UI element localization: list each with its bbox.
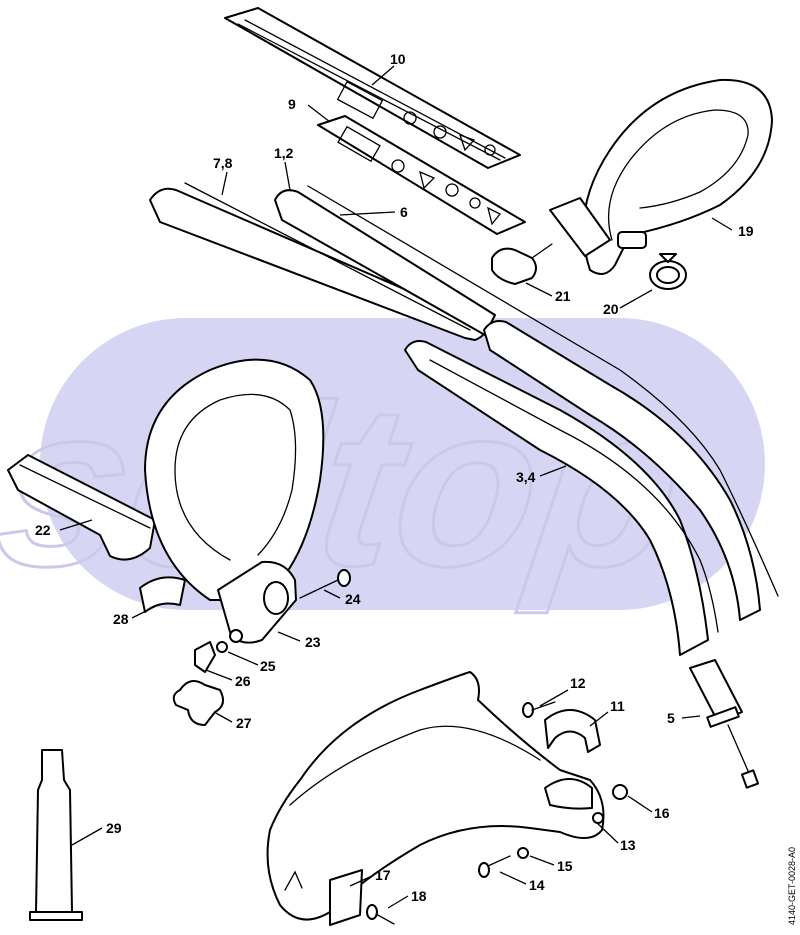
callout-27: 27 <box>236 715 252 731</box>
callout-29: 29 <box>106 820 122 836</box>
guard-strip-22 <box>7 454 156 561</box>
leader-lines <box>59 65 733 909</box>
loop-handle-19 <box>549 78 773 275</box>
screw-24 <box>299 569 351 599</box>
callout-7-8: 7,8 <box>213 155 233 171</box>
clamp-20 <box>649 253 687 290</box>
callout-24: 24 <box>345 591 361 607</box>
callout-3-4: 3,4 <box>516 469 536 485</box>
grease-tube-29 <box>29 749 83 921</box>
screw-18 <box>366 904 395 925</box>
callout-9: 9 <box>288 96 296 112</box>
washer-25 <box>216 641 228 653</box>
callout-21: 21 <box>555 288 571 304</box>
callout-19: 19 <box>738 223 754 239</box>
clamp-11 <box>544 709 601 753</box>
deflector-13 <box>266 671 605 921</box>
callout-10: 10 <box>390 51 406 67</box>
handle-loop-23 <box>144 358 325 644</box>
callout-11: 11 <box>610 698 625 714</box>
label-sheet-9 <box>317 115 526 235</box>
screw-14 <box>478 855 511 878</box>
shaft-fitting-5 <box>689 659 760 789</box>
knob-screw-21 <box>491 243 553 285</box>
document-code: 4140-GET-0028-A0 <box>787 847 797 925</box>
callout-15: 15 <box>557 858 573 874</box>
washer-15 <box>517 847 529 859</box>
callout-12: 12 <box>570 675 586 691</box>
callout-23: 23 <box>305 634 321 650</box>
callout-18: 18 <box>411 888 427 904</box>
watermark: seltop <box>0 318 765 615</box>
callout-1-2: 1,2 <box>274 145 294 161</box>
screw-12 <box>522 701 556 718</box>
nut-26 <box>194 641 216 673</box>
callout-6: 6 <box>400 204 408 220</box>
drive-tube-assembly <box>149 182 779 656</box>
callout-13: 13 <box>620 837 636 853</box>
plate-17 <box>329 869 363 926</box>
callout-25: 25 <box>260 658 276 674</box>
callout-16: 16 <box>654 805 670 821</box>
callout-5: 5 <box>667 710 675 726</box>
callout-labels: 10 9 7,8 1,2 6 19 21 20 3,4 22 24 28 23 … <box>35 51 754 904</box>
label-sheet-10 <box>224 7 521 169</box>
nut-16 <box>612 784 628 800</box>
callout-28: 28 <box>113 611 129 627</box>
callout-14: 14 <box>529 877 545 893</box>
callout-22: 22 <box>35 522 51 538</box>
callout-26: 26 <box>235 673 251 689</box>
callout-17: 17 <box>375 867 391 883</box>
star-knob-27 <box>172 680 225 726</box>
callout-20: 20 <box>603 301 619 317</box>
